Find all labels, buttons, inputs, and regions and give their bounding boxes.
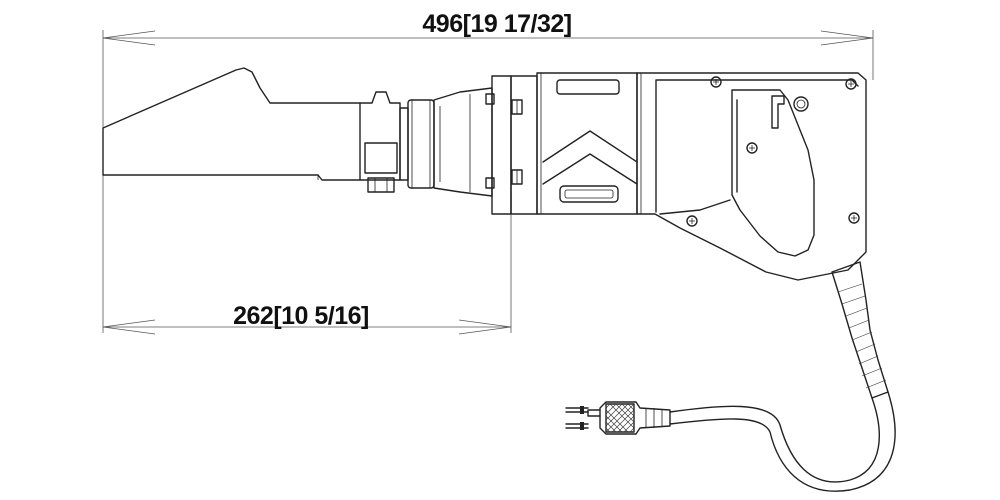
neck-ring-1 — [399, 107, 409, 181]
plug-prong-bottom — [565, 423, 589, 429]
bolt-bottom — [485, 177, 495, 189]
plug-base — [587, 409, 601, 417]
screw-3 — [746, 142, 758, 154]
front-length-dimension: 262[10 5/16] — [102, 180, 512, 335]
flange-plate-2 — [510, 75, 538, 215]
trigger-grip-opening — [731, 89, 815, 257]
tool-neck — [399, 87, 495, 197]
chevron-inner — [542, 153, 638, 185]
screw-crosses — [689, 79, 857, 224]
handle-seam — [659, 199, 731, 215]
cable-inner — [669, 391, 896, 492]
arrow-right — [820, 30, 874, 46]
arrow-left — [102, 30, 156, 46]
power-cord — [565, 261, 896, 492]
bolt-top — [485, 93, 495, 105]
strain-relief — [831, 261, 889, 399]
chevron-outer — [542, 130, 638, 163]
hex-nut — [367, 177, 395, 193]
bottom-vent-slot-inner — [564, 189, 614, 199]
nozzle-body — [102, 67, 361, 181]
plug-grip-knurl — [605, 403, 635, 433]
neck-cone-lines — [439, 94, 471, 192]
prong-bottom-marker — [580, 422, 584, 430]
prong-top-marker — [580, 406, 584, 414]
arrow-left-lower — [102, 319, 156, 335]
strain-relief-ribs — [837, 283, 887, 389]
cable-outer — [669, 397, 880, 483]
overall-length-label: 496[19 17/32] — [422, 10, 571, 38]
plug-body — [599, 401, 671, 435]
overall-length-dimension: 496[19 17/32] — [102, 10, 874, 180]
arrow-right-lower — [458, 319, 512, 335]
motor-housing-outline — [636, 72, 867, 281]
overall-text-bg — [418, 10, 576, 36]
screw-4 — [686, 215, 698, 227]
front-text-bg — [228, 300, 374, 326]
coupling-block — [364, 142, 398, 174]
motor-body — [636, 72, 867, 281]
plug-grip — [605, 403, 635, 433]
head-coupling — [359, 91, 401, 181]
neck-cone — [433, 87, 493, 197]
motor-housing-top-line — [656, 79, 859, 87]
bottom-vent-slot — [559, 185, 619, 203]
tool-flange — [491, 75, 538, 215]
lock-button — [793, 96, 809, 112]
screw-1 — [710, 76, 722, 88]
top-vent-slot — [556, 79, 620, 95]
chevron-outer-inner-line — [551, 130, 629, 157]
plug-ribs — [645, 408, 663, 428]
screw-2 — [845, 78, 857, 90]
trigger-lock — [771, 95, 785, 129]
plug-prong-top — [565, 407, 589, 413]
tool-head — [102, 67, 401, 193]
front-length-label: 262[10 5/16] — [233, 302, 369, 330]
gear-housing — [536, 72, 638, 215]
flange-plate — [491, 75, 512, 215]
lock-button-inner — [796, 99, 806, 109]
screw-5 — [848, 212, 860, 224]
